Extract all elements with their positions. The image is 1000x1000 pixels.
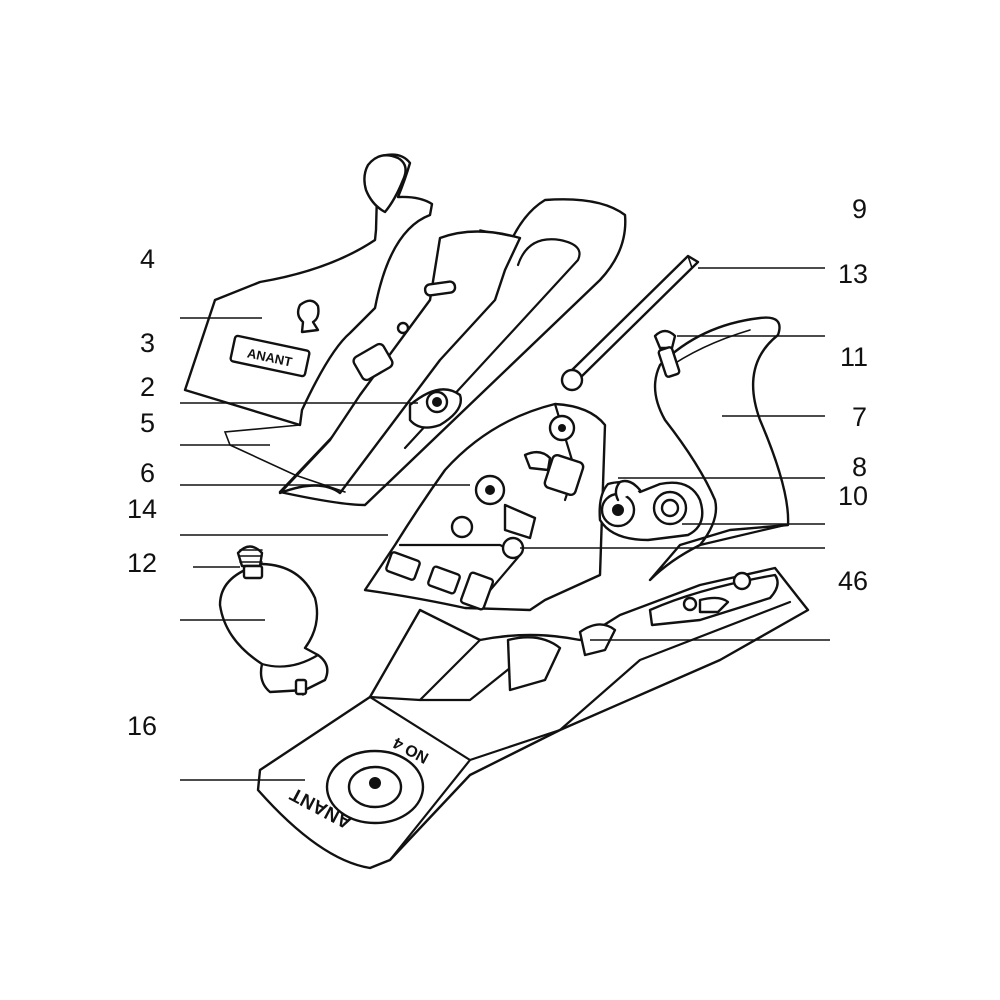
lever-cap-brand-plate: ANANT xyxy=(229,334,311,378)
callout-8: 8 xyxy=(852,452,867,482)
lateral-adjust-lever xyxy=(523,450,552,472)
callout-3: 3 xyxy=(140,328,155,358)
callout-13: 13 xyxy=(838,259,868,289)
callout-46: 46 xyxy=(838,566,868,596)
tote-screw xyxy=(653,329,681,378)
callout-5: 5 xyxy=(140,408,155,438)
callout-16: 16 xyxy=(127,711,157,741)
callout-9: 9 xyxy=(852,194,867,224)
callout-10: 10 xyxy=(838,481,868,511)
front-knob xyxy=(218,562,329,696)
rear-handle-tote xyxy=(648,316,790,582)
plane-body: ANANT NO 4 xyxy=(256,566,810,870)
frog-slot-c xyxy=(459,571,495,611)
callout-14: 14 xyxy=(127,494,157,524)
callout-7: 7 xyxy=(852,402,867,432)
cap-iron-hole xyxy=(396,321,410,335)
callout-11: 11 xyxy=(840,342,868,372)
leader-lines xyxy=(180,267,830,781)
callout-12: 12 xyxy=(127,548,157,578)
knob-screw xyxy=(236,545,264,580)
cap-iron-slot xyxy=(423,280,457,297)
frog xyxy=(363,402,607,612)
frog-slot-b xyxy=(427,565,461,595)
callout-6: 6 xyxy=(140,458,155,488)
cap-iron-window xyxy=(352,342,394,382)
handle-screw-rod xyxy=(560,254,700,392)
frog-seat xyxy=(506,636,562,692)
callout-numbers: 4 3 2 5 6 14 12 16 9 13 11 7 8 10 46 xyxy=(127,194,868,741)
cap-iron xyxy=(278,229,522,495)
lever-cap: ANANT xyxy=(183,153,434,493)
callout-2: 2 xyxy=(140,372,155,402)
cap-iron-screw xyxy=(408,388,462,429)
keyhole-slot xyxy=(296,299,320,334)
lever-cap-cam-lever xyxy=(363,154,407,214)
frog-screw-left xyxy=(450,515,474,539)
depth-adjust-assembly xyxy=(598,479,704,542)
frog-slot-a xyxy=(385,551,421,581)
callout-4: 4 xyxy=(140,244,155,274)
